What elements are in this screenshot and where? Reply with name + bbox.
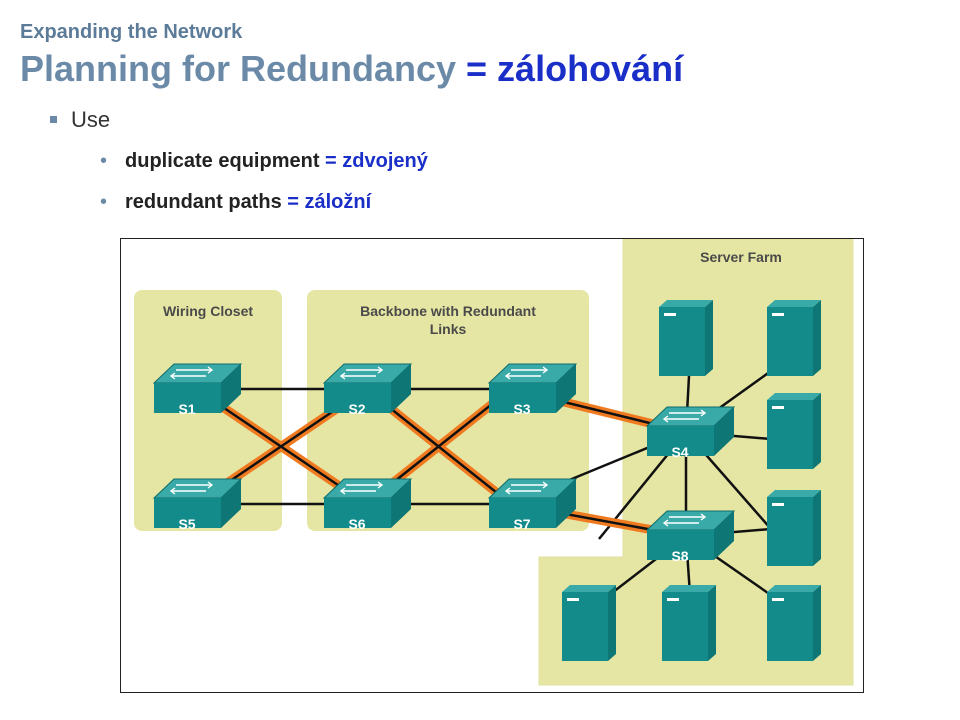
switch-icon: S1 xyxy=(153,363,242,417)
bullet-text: duplicate equipment xyxy=(125,150,320,172)
server-icon xyxy=(659,300,713,376)
square-bullet-icon xyxy=(50,115,57,123)
bullet-use: Use xyxy=(50,107,110,133)
server-icon xyxy=(662,585,716,661)
bullet-redundant-paths: • redundant paths = záložní xyxy=(100,191,371,214)
network-diagram-svg: Wiring Closet Backbone with Redundant Li… xyxy=(134,239,854,686)
dot-bullet-icon: • xyxy=(100,150,108,172)
section-subtitle: Expanding the Network xyxy=(20,21,243,43)
server-icon xyxy=(767,300,821,376)
svg-text:S4: S4 xyxy=(671,444,688,460)
switch-icon: S7 xyxy=(488,478,577,532)
svg-text:S3: S3 xyxy=(513,401,530,417)
switch-icon: S6 xyxy=(323,478,412,532)
switch-icon: S2 xyxy=(323,363,412,417)
backbone-label-line2: Links xyxy=(430,321,467,337)
svg-text:S1: S1 xyxy=(178,401,195,417)
bullet-translation: = záložní xyxy=(281,191,372,213)
svg-text:S7: S7 xyxy=(513,516,530,532)
server-icon xyxy=(767,490,821,566)
title-text: Planning for Redundancy xyxy=(20,48,457,89)
bullet-translation: = zdvojený xyxy=(319,150,428,172)
backbone-zone xyxy=(307,290,589,531)
server-icon xyxy=(562,585,616,661)
svg-text:S2: S2 xyxy=(348,401,365,417)
bullet-use-text: Use xyxy=(71,107,111,132)
svg-text:S8: S8 xyxy=(671,548,688,564)
network-diagram: Wiring Closet Backbone with Redundant Li… xyxy=(120,238,864,693)
bullet-text: redundant paths xyxy=(125,191,282,213)
svg-text:S5: S5 xyxy=(178,516,195,532)
server-icon xyxy=(767,393,821,469)
switch-icon: S3 xyxy=(488,363,577,417)
switch-icon: S4 xyxy=(646,406,735,460)
backbone-label-line1: Backbone with Redundant xyxy=(360,303,536,319)
dot-bullet-icon: • xyxy=(100,191,108,213)
wiring-closet-label: Wiring Closet xyxy=(163,303,253,319)
switch-icon: S5 xyxy=(153,478,242,532)
switch-icon: S8 xyxy=(646,510,735,564)
bullet-duplicate-equipment: • duplicate equipment = zdvojený xyxy=(100,150,428,173)
page-title: Planning for Redundancy = zálohování xyxy=(20,48,683,90)
title-translation: = zálohování xyxy=(456,48,684,89)
server-icon xyxy=(767,585,821,661)
svg-text:S6: S6 xyxy=(348,516,365,532)
server-farm-label: Server Farm xyxy=(700,249,782,265)
